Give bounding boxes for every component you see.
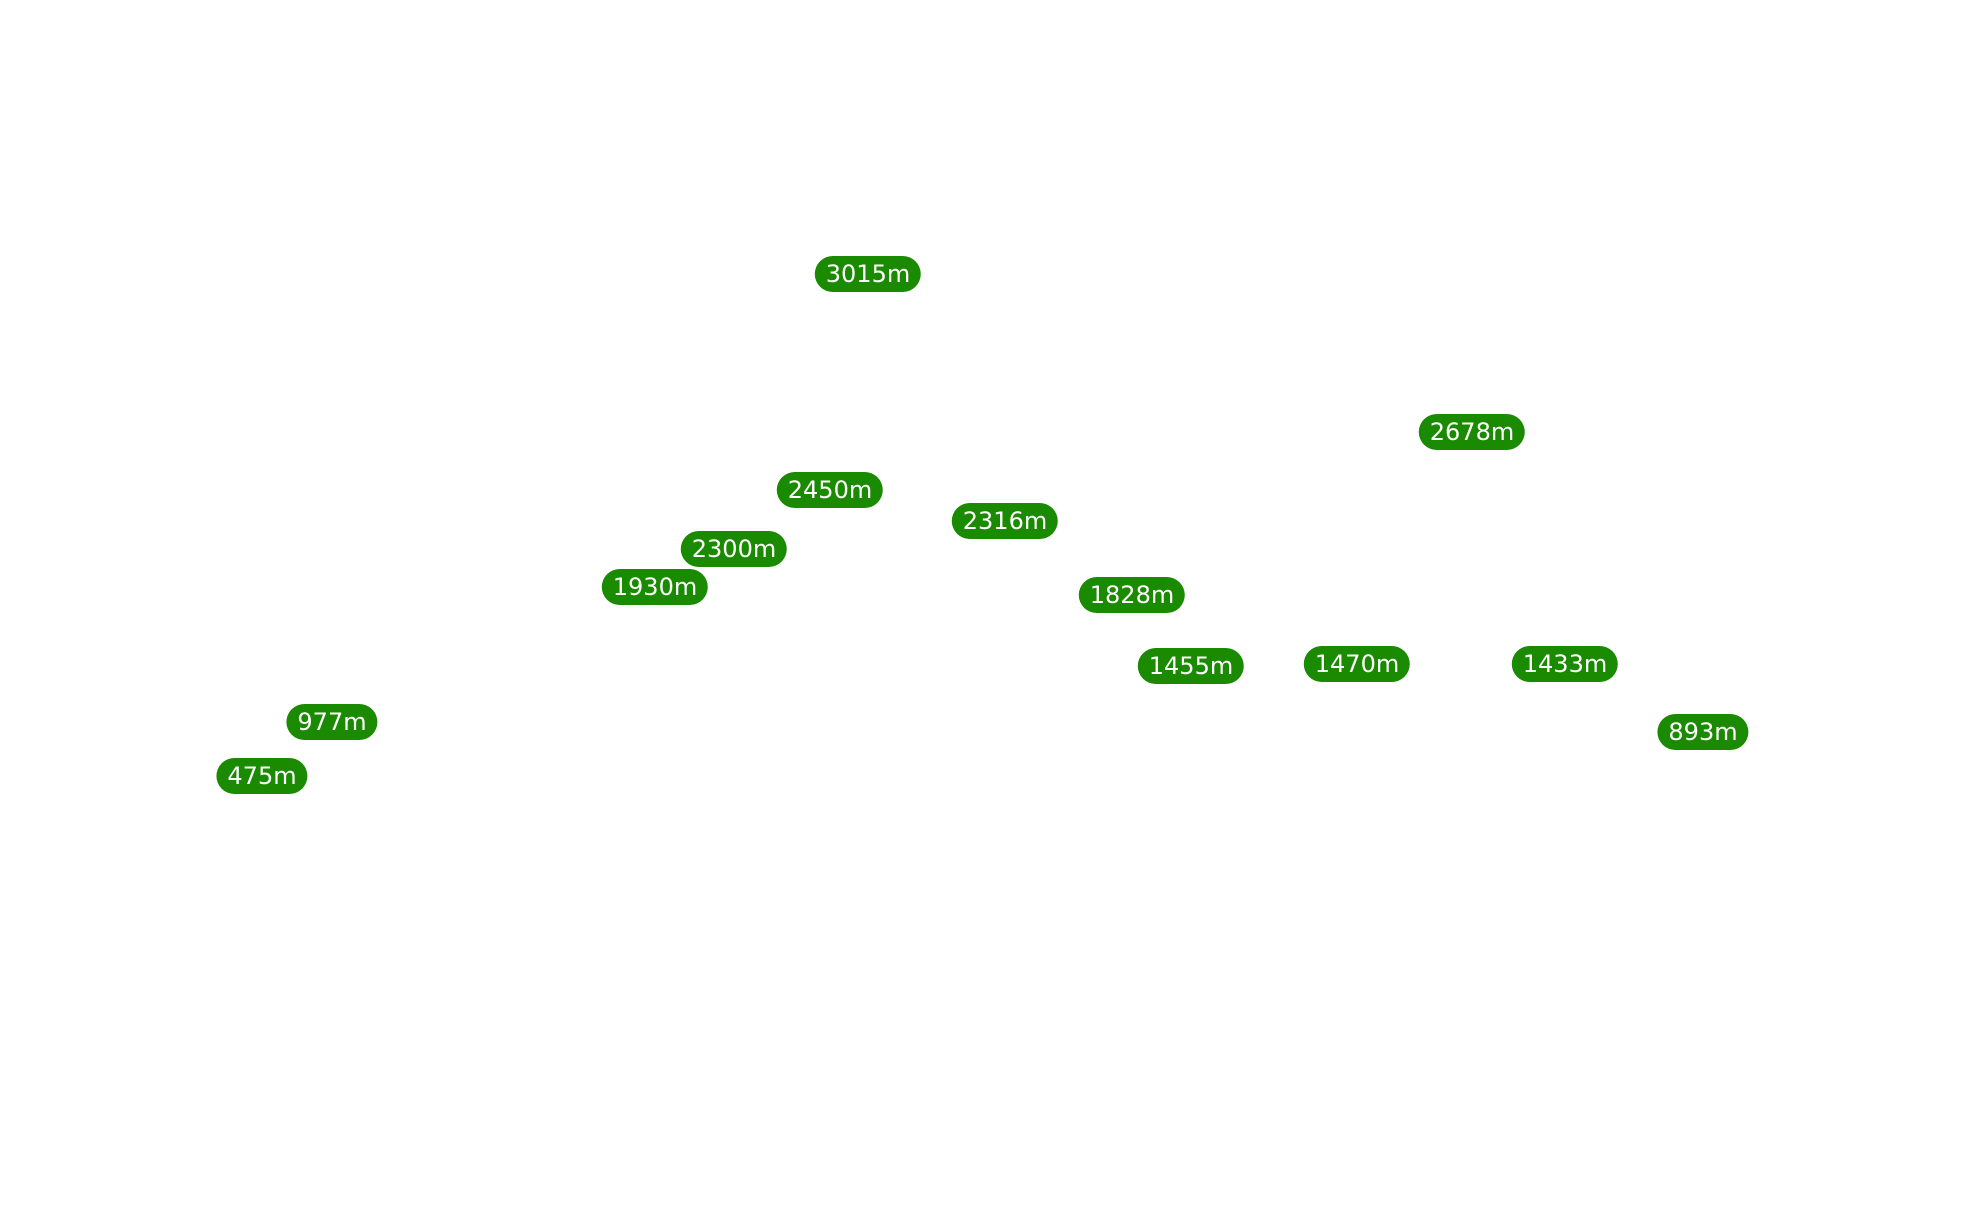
elevation-label[interactable]: 1930m xyxy=(601,569,709,605)
elevation-label[interactable]: 977m xyxy=(286,704,378,740)
elevation-label[interactable]: 893m xyxy=(1657,714,1749,750)
elevation-label[interactable]: 2300m xyxy=(680,531,788,567)
elevation-label[interactable]: 3015m xyxy=(814,256,922,292)
elevation-label[interactable]: 2450m xyxy=(776,472,884,508)
elevation-label[interactable]: 1470m xyxy=(1303,646,1411,682)
elevation-label[interactable]: 1828m xyxy=(1078,577,1186,613)
elevation-label[interactable]: 1433m xyxy=(1511,646,1619,682)
elevation-label[interactable]: 1455m xyxy=(1137,648,1245,684)
elevation-label[interactable]: 2678m xyxy=(1418,414,1526,450)
elevation-label[interactable]: 2316m xyxy=(951,503,1059,539)
elevation-label[interactable]: 475m xyxy=(216,758,308,794)
